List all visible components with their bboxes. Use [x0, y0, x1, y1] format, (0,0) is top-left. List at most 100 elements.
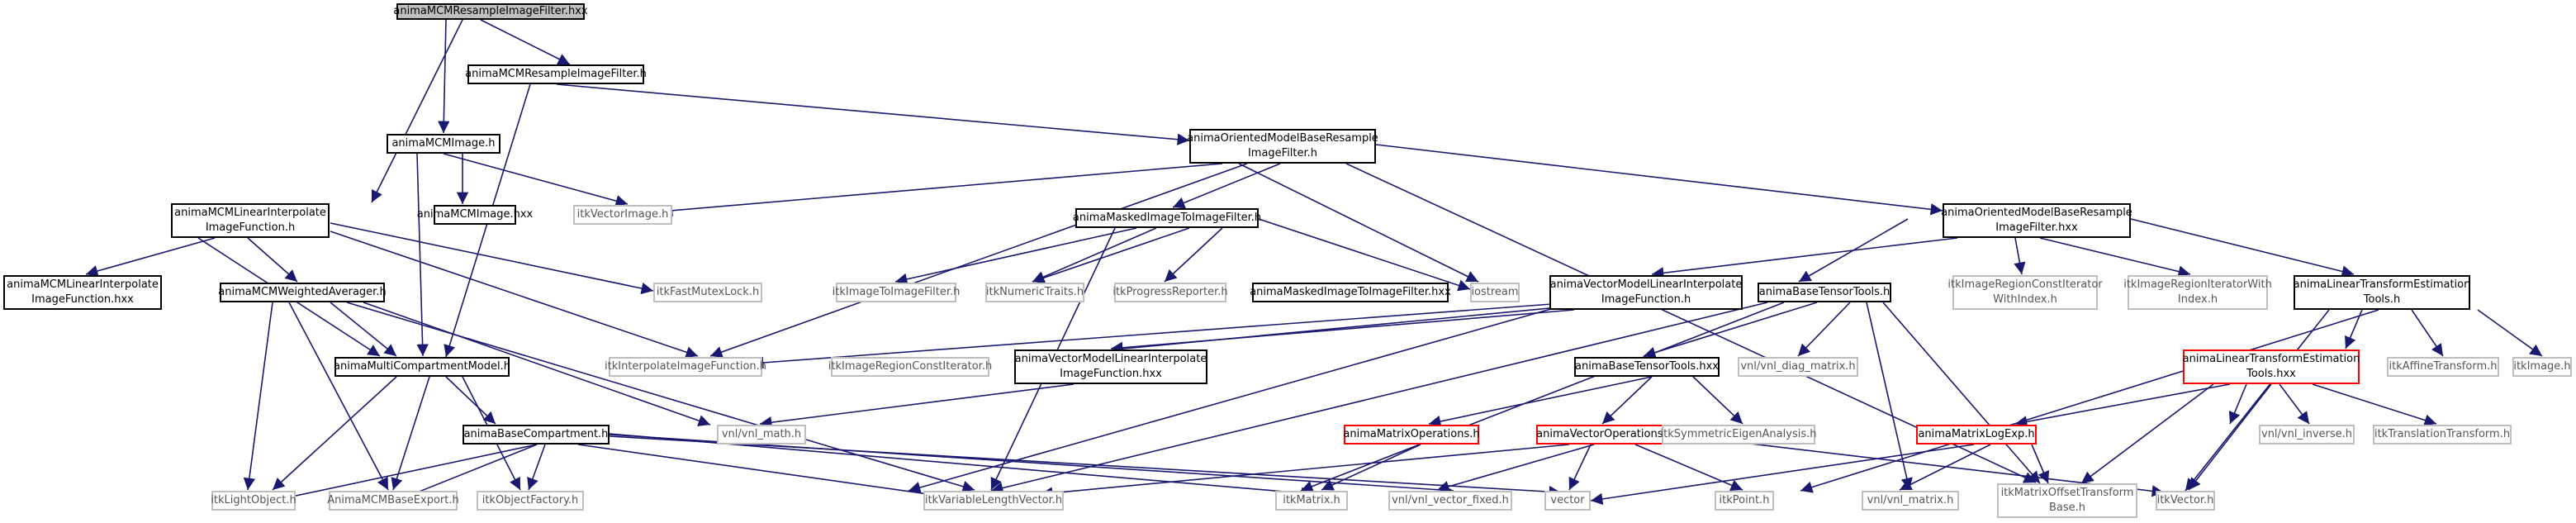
- include-edge: [247, 237, 298, 283]
- node-label: animaMatrixOperations.h: [1343, 428, 1480, 440]
- incomplete-header-node[interactable]: animaLinearTransformEstimation Tools.hxx: [2183, 349, 2360, 384]
- external-header-node[interactable]: itkAffineTransform.h: [2387, 357, 2499, 377]
- header-node[interactable]: animaBaseCompartment.h: [463, 425, 610, 445]
- include-edge: [2014, 383, 2231, 428]
- include-edge: [330, 302, 397, 357]
- external-header-node[interactable]: vnl/vnl_inverse.h: [2259, 425, 2355, 445]
- header-node[interactable]: animaOrientedModelBaseResample ImageFilt…: [1187, 129, 1378, 164]
- external-header-node[interactable]: itkImageToImageFilter.h: [833, 283, 960, 302]
- header-node[interactable]: animaBaseTensorTools.hxx: [1574, 357, 1720, 377]
- include-edge: [2279, 383, 2310, 425]
- node-label: itkMatrix.h: [1283, 494, 1340, 506]
- header-node[interactable]: animaMCMLinearInterpolate ImageFunction.…: [3, 275, 162, 310]
- external-header-node[interactable]: itkSymmetricEigenAnalysis.h: [1661, 425, 1816, 445]
- header-node[interactable]: animaVectorModelLinearInterpolate ImageF…: [1549, 275, 1743, 310]
- external-header-node[interactable]: itkVector.h: [2156, 491, 2215, 511]
- header-node[interactable]: animaMCMLinearInterpolate ImageFunction.…: [171, 203, 330, 238]
- node-label: vnl/vnl_math.h: [721, 428, 802, 440]
- external-header-node[interactable]: itkMatrix.h: [1275, 491, 1348, 511]
- external-header-node[interactable]: itkImage.h: [2512, 357, 2572, 377]
- include-edge: [1114, 297, 1611, 350]
- include-edge: [759, 383, 1075, 429]
- external-header-node[interactable]: itkObjectFactory.h: [477, 491, 584, 511]
- node-label: animaBaseTensorTools.hxx: [1575, 360, 1719, 373]
- header-node[interactable]: animaMaskedImageToImageFilter.hxx: [1250, 283, 1451, 302]
- header-node[interactable]: animaOrientedModelBaseResample ImageFilt…: [1941, 203, 2132, 238]
- node-label: animaVectorOperations.h: [1536, 428, 1673, 440]
- node-label: animaOrientedModelBaseResample ImageFilt…: [1187, 132, 1378, 159]
- external-header-node[interactable]: iostream: [1470, 283, 1520, 302]
- external-header-node[interactable]: itkVectorImage.h: [573, 205, 672, 225]
- node-label: vnl/vnl_inverse.h: [2261, 428, 2352, 440]
- node-label: animaMCMLinearInterpolate ImageFunction.…: [174, 207, 326, 234]
- external-header-node[interactable]: vnl/vnl_diag_matrix.h: [1738, 357, 1858, 377]
- header-node[interactable]: animaMCMWeightedAverager.h: [218, 283, 387, 302]
- header-node[interactable]: animaMCMImage.h: [387, 134, 500, 154]
- header-node[interactable]: animaMCMImage.hxx: [417, 205, 533, 225]
- include-edge: [371, 19, 463, 203]
- external-header-node[interactable]: itkImageRegionIteratorWith Index.h: [2123, 275, 2272, 310]
- header-node[interactable]: animaBaseTensorTools.h: [1758, 283, 1891, 302]
- incomplete-header-node[interactable]: animaMatrixLogExp.h: [1916, 425, 2037, 445]
- node-label: itkAffineTransform.h: [2389, 360, 2498, 373]
- node-label: AnimaMCMBaseExport.h: [327, 494, 459, 506]
- node-label: animaLinearTransformEstimation Tools.hxx: [2182, 353, 2360, 380]
- external-header-node[interactable]: itkProgressReporter.h: [1112, 283, 1228, 302]
- external-header-node[interactable]: itkPoint.h: [1715, 491, 1774, 511]
- external-header-node[interactable]: itkFastMutexLock.h: [653, 283, 762, 302]
- include-edge: [85, 237, 216, 278]
- include-edge: [1436, 444, 1595, 492]
- include-edge: [391, 376, 430, 491]
- include-edge: [480, 19, 571, 65]
- header-node[interactable]: animaVectorModelLinearInterpolate ImageF…: [1014, 349, 1207, 384]
- node-label: itkNumericTraits.h: [985, 286, 1084, 298]
- include-edge: [2080, 383, 2214, 484]
- header-node[interactable]: animaMaskedImageToImageFilter.h: [1073, 208, 1261, 228]
- node-label: itkImageRegionConstIterator WithIndex.h: [1947, 278, 2103, 306]
- external-header-node[interactable]: itkVariableLengthVector.h: [923, 491, 1064, 511]
- external-header-node[interactable]: itkNumericTraits.h: [985, 283, 1084, 302]
- include-edge: [908, 302, 1575, 494]
- header-node[interactable]: animaLinearTransformEstimation Tools.h: [2294, 275, 2470, 310]
- root-file-node[interactable]: animaMCMResampleImageFilter.hxx: [393, 3, 588, 20]
- include-edge: [709, 163, 1248, 358]
- include-edge: [1238, 163, 1479, 283]
- include-edge: [416, 153, 429, 357]
- node-label: itkInterpolateImageFunction.h: [605, 360, 767, 373]
- incomplete-header-node[interactable]: animaMatrixOperations.h: [1343, 425, 1480, 445]
- node-label: vnl/vnl_vector_fixed.h: [1392, 494, 1509, 506]
- node-label: animaVectorModelLinearInterpolate ImageF…: [1014, 353, 1207, 380]
- external-header-node[interactable]: vector: [1544, 491, 1591, 511]
- external-header-node[interactable]: itkTranslationTransform.h: [2373, 425, 2512, 445]
- include-edge: [1601, 376, 1653, 425]
- external-header-node[interactable]: AnimaMCMBaseExport.h: [327, 491, 459, 511]
- external-header-node[interactable]: itkLightObject.h: [211, 491, 297, 511]
- node-label: itkImageRegionConstIterator.h: [828, 360, 993, 373]
- include-edge: [1172, 163, 1281, 209]
- node-label: animaMCMLinearInterpolate ImageFunction.…: [7, 278, 159, 306]
- external-header-node[interactable]: vnl/vnl_math.h: [717, 425, 806, 445]
- external-header-node[interactable]: vnl/vnl_vector_fixed.h: [1388, 491, 1512, 511]
- include-edge: [1040, 444, 1570, 499]
- node-label: animaMultiCompartmentModel.h: [334, 360, 510, 373]
- external-header-node[interactable]: itkMatrixOffsetTransform Base.h: [1997, 483, 2137, 518]
- include-edge: [1634, 444, 1743, 492]
- include-edge: [445, 376, 496, 425]
- include-edge: [438, 19, 450, 134]
- external-header-node[interactable]: itkImageRegionConstIterator WithIndex.h: [1947, 275, 2103, 310]
- external-header-node[interactable]: itkInterpolateImageFunction.h: [605, 357, 766, 377]
- external-header-node[interactable]: itkImageRegionConstIterator.h: [828, 357, 993, 377]
- include-edge: [330, 222, 654, 295]
- include-edge: [1692, 376, 1743, 425]
- include-edge: [243, 302, 273, 491]
- include-edge: [1899, 444, 1991, 491]
- node-label: itkObjectFactory.h: [482, 494, 579, 506]
- include-edge: [577, 444, 975, 506]
- include-edge: [2014, 237, 2026, 275]
- header-node[interactable]: animaMCMResampleImageFilter.h: [465, 64, 647, 84]
- node-label: animaMatrixLogExp.h: [1918, 428, 2035, 440]
- external-header-node[interactable]: vnl/vnl_matrix.h: [1862, 491, 1959, 511]
- node-label: animaMCMWeightedAverager.h: [218, 286, 387, 298]
- header-node[interactable]: animaMultiCompartmentModel.h: [334, 357, 510, 377]
- incomplete-header-node[interactable]: animaVectorOperations.h: [1536, 425, 1673, 445]
